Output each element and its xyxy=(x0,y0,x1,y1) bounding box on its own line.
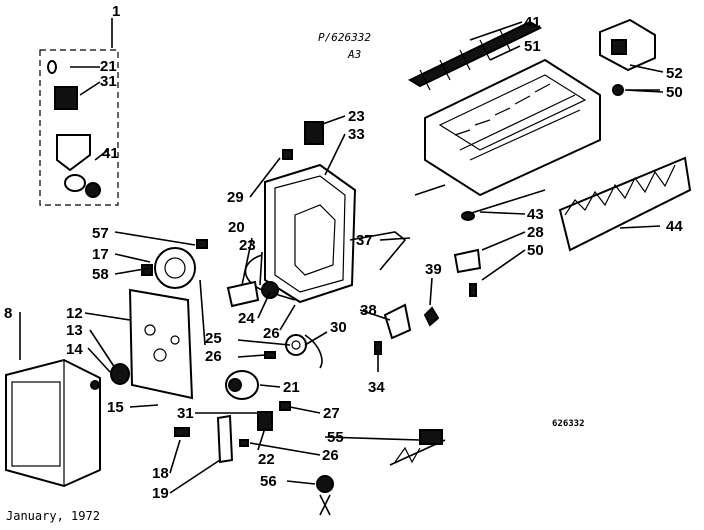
label-31b: 31 xyxy=(177,405,194,422)
label-23a: 23 xyxy=(348,108,365,125)
label-55: 55 xyxy=(327,429,344,446)
lower-parts-group xyxy=(174,334,323,464)
timing-motor-part xyxy=(141,239,208,289)
thermostat-cover-part xyxy=(599,18,656,96)
fill-valve-part xyxy=(389,429,446,466)
label-15: 15 xyxy=(107,399,124,416)
front-cover-part xyxy=(5,312,101,488)
screw-part-50b xyxy=(469,283,477,297)
label-17: 17 xyxy=(92,246,109,263)
label-58: 58 xyxy=(92,266,109,283)
label-19: 19 xyxy=(152,485,169,502)
label-26b: 26 xyxy=(205,348,222,365)
kit-assembly-box xyxy=(39,18,119,206)
label-29: 29 xyxy=(227,189,244,206)
label-21b: 21 xyxy=(283,379,300,396)
label-26a: 26 xyxy=(263,325,280,342)
label-41a: 41 xyxy=(102,145,119,162)
label-34: 34 xyxy=(368,379,385,396)
arm-part-38 xyxy=(383,303,412,340)
label-22: 22 xyxy=(258,451,275,468)
label-50b: 50 xyxy=(527,242,544,259)
label-18: 18 xyxy=(152,465,169,482)
heater-part xyxy=(453,189,546,297)
clip-part-23 xyxy=(304,121,324,145)
label-13: 13 xyxy=(66,322,83,339)
fill-tube-wire xyxy=(349,231,407,271)
label-38: 38 xyxy=(360,302,377,319)
nut-part xyxy=(85,182,101,198)
ice-mold-part xyxy=(407,20,601,197)
label-24: 24 xyxy=(238,310,255,327)
revision-header: A3 xyxy=(347,48,361,61)
shutoff-arm-part xyxy=(199,279,279,346)
label-27: 27 xyxy=(323,405,340,422)
label-26c: 26 xyxy=(322,447,339,464)
motor-small-part xyxy=(64,174,86,192)
bracket-part-28 xyxy=(453,248,482,274)
label-41: 41 xyxy=(524,14,541,31)
label-37: 37 xyxy=(356,232,373,249)
label-8: 8 xyxy=(4,305,12,322)
label-21a: 21 xyxy=(100,58,117,75)
label-43: 43 xyxy=(527,206,544,223)
drawing-number: 626332 xyxy=(552,419,585,429)
switch-part xyxy=(54,86,78,110)
mounting-plate-part xyxy=(90,288,194,400)
label-51: 51 xyxy=(524,38,541,55)
label-1: 1 xyxy=(112,3,120,20)
screw-part-56 xyxy=(316,475,334,516)
clip-part-39 xyxy=(423,306,440,327)
o-ring-part xyxy=(47,60,57,74)
label-20: 20 xyxy=(228,219,245,236)
label-30: 30 xyxy=(330,319,347,336)
footer-date: January, 1972 xyxy=(6,509,100,523)
label-52: 52 xyxy=(666,65,683,82)
label-44: 44 xyxy=(666,218,683,235)
label-39: 39 xyxy=(425,261,442,278)
screw-part-50 xyxy=(612,84,624,96)
stripper-part xyxy=(558,156,692,252)
label-57: 57 xyxy=(92,225,109,242)
leader-lines xyxy=(84,21,664,494)
label-31a: 31 xyxy=(100,73,117,90)
control-housing-part xyxy=(244,121,357,304)
label-56: 56 xyxy=(260,473,277,490)
label-12: 12 xyxy=(66,305,83,322)
part-labels: 1 21 31 41 41 51 52 50 23 33 29 44 43 28… xyxy=(4,3,683,502)
ejector-blades-part xyxy=(407,20,543,88)
label-28: 28 xyxy=(527,224,544,241)
part-code-header: P/626332 xyxy=(318,31,371,44)
label-23b: 23 xyxy=(239,237,256,254)
label-33: 33 xyxy=(348,126,365,143)
bracket-part xyxy=(56,134,91,172)
screw-part-29 xyxy=(282,149,293,160)
label-25: 25 xyxy=(205,330,222,347)
label-14: 14 xyxy=(66,341,83,358)
label-50a: 50 xyxy=(666,84,683,101)
